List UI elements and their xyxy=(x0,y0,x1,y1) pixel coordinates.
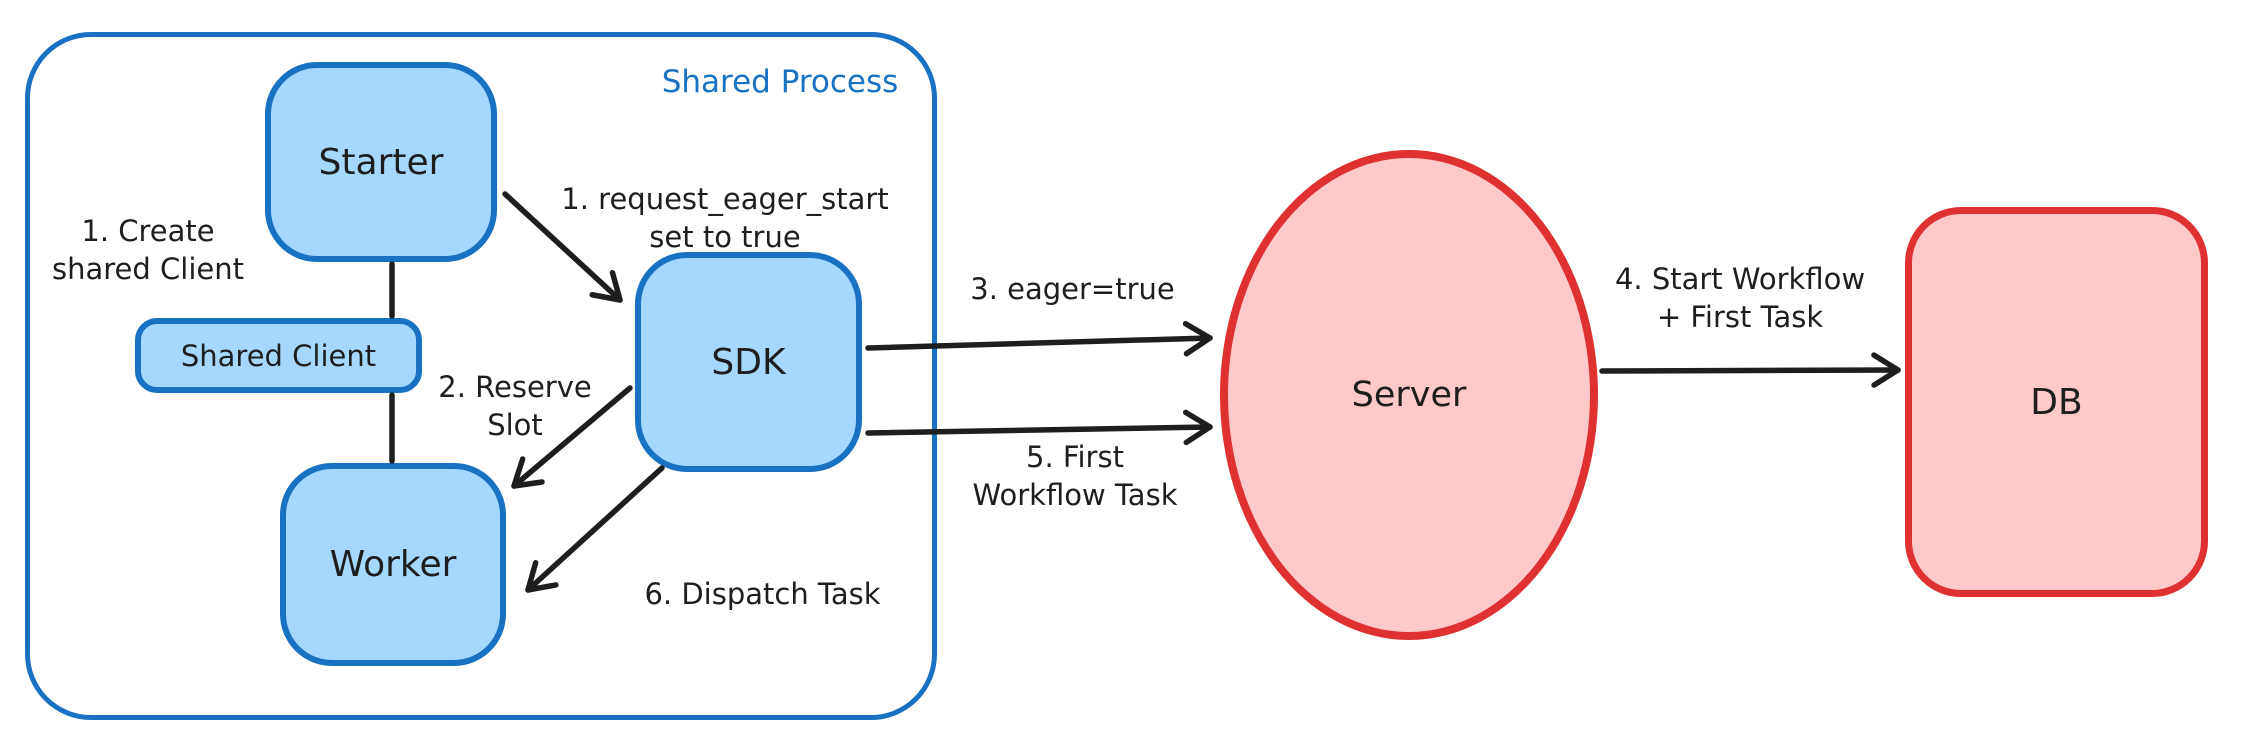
label-eager-true: 3. eager=true xyxy=(970,272,1175,306)
label-first-workflow-task: 5. First Workflow Task xyxy=(972,440,1178,512)
label-start-workflow: 4. Start Workflow + First Task xyxy=(1614,262,1866,334)
db-label: DB xyxy=(2030,381,2083,423)
shared-process-container xyxy=(25,32,937,720)
shared-client-node: Shared Client xyxy=(135,318,422,393)
arrow-server-to-db xyxy=(1599,352,1901,388)
shared-process-label: Shared Process xyxy=(661,64,899,100)
label-reserve-slot: 2. Reserve Slot xyxy=(438,370,592,442)
sdk-label: SDK xyxy=(711,341,786,383)
label-dispatch-task: 6. Dispatch Task xyxy=(644,577,881,611)
server-node: Server xyxy=(1220,150,1598,640)
db-node: DB xyxy=(1905,207,2208,597)
label-create-shared-client: 1. Create shared Client xyxy=(52,214,244,286)
label-request-eager-start: 1. request_eager_start set to true xyxy=(561,182,889,254)
server-label: Server xyxy=(1351,375,1467,415)
sdk-node: SDK xyxy=(635,252,862,472)
starter-node: Starter xyxy=(265,62,497,262)
worker-node: Worker xyxy=(280,463,506,666)
starter-label: Starter xyxy=(318,141,444,183)
worker-label: Worker xyxy=(329,544,457,585)
shared-client-label: Shared Client xyxy=(180,338,377,373)
